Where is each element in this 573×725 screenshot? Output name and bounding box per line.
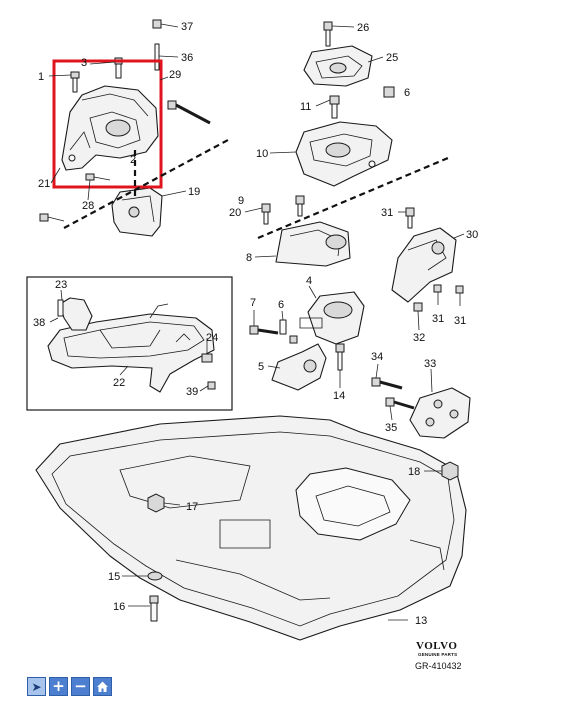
brand-tagline: GENUINE PARTS [418, 652, 457, 657]
callout-21: 21 [38, 178, 50, 190]
guide-line [63, 139, 229, 229]
callout-1: 1 [38, 71, 44, 83]
callout-20: 20 [229, 207, 241, 219]
select-pointer-button[interactable]: ➤ [27, 677, 46, 696]
callout-22: 22 [113, 377, 125, 389]
engine-mount-assembly[interactable] [39, 19, 211, 237]
callout-18: 18 [408, 466, 420, 478]
home-icon [97, 681, 108, 692]
callout-labels: 1 3 29 2 21 28 19 37 36 26 25 6 11 10 9 … [33, 21, 478, 627]
callout-17: 17 [186, 501, 198, 513]
drawing-number: GR-410432 [415, 661, 462, 671]
callout-26: 26 [357, 22, 369, 34]
zoom-in-button[interactable]: + [49, 677, 68, 696]
callout-4: 4 [306, 275, 312, 287]
callout-35: 35 [385, 422, 397, 434]
brand-logo: VOLVO [416, 640, 457, 652]
callout-10: 10 [256, 148, 268, 160]
selection-highlight [52, 59, 163, 189]
callout-11: 11 [300, 101, 311, 113]
callout-15: 15 [108, 571, 120, 583]
viewer-toolbar: ➤ + − [27, 677, 112, 696]
callout-9: 9 [238, 195, 244, 207]
callout-5: 5 [258, 361, 264, 373]
volvo-branding: VOLVO GENUINE PARTS GR-410432 [415, 640, 462, 671]
callout-8: 8 [246, 252, 252, 264]
callout-7: 7 [250, 297, 256, 309]
callout-23: 23 [55, 279, 67, 291]
callout-33: 33 [424, 358, 436, 370]
pointer-icon: ➤ [31, 679, 42, 694]
callout-31-top: 31 [381, 207, 393, 219]
plus-icon: + [52, 677, 65, 695]
zoom-out-button[interactable]: − [71, 677, 90, 696]
callout-32: 32 [413, 332, 425, 344]
callout-24: 24 [206, 332, 218, 344]
callout-34: 34 [371, 351, 383, 363]
minus-icon: − [74, 677, 87, 695]
callout-29: 29 [169, 69, 181, 81]
bolt-1 [70, 71, 80, 93]
underbody-shield[interactable] [35, 415, 467, 641]
callout-25: 25 [386, 52, 398, 64]
callout-19: 19 [188, 186, 200, 198]
home-button[interactable] [93, 677, 112, 696]
callout-3: 3 [81, 57, 87, 69]
guide-line [257, 156, 449, 240]
callout-14: 14 [333, 390, 345, 402]
callout-31-right: 31 [454, 315, 466, 327]
callout-16: 16 [113, 601, 125, 613]
subframe-assembly[interactable] [47, 297, 216, 393]
middle-mount-parts[interactable] [249, 291, 471, 439]
callout-36: 36 [181, 52, 193, 64]
upper-mount-parts[interactable] [261, 21, 464, 312]
callout-6-nut: 6 [404, 87, 410, 99]
callout-38: 38 [33, 317, 45, 329]
callout-13: 13 [415, 615, 427, 627]
callout-6: 6 [278, 299, 284, 311]
leader-lines [48, 23, 465, 621]
callout-37: 37 [181, 21, 193, 33]
callout-2: 2 [130, 154, 136, 166]
callout-28: 28 [82, 200, 94, 212]
callout-39: 39 [186, 386, 198, 398]
callout-31-left: 31 [432, 313, 444, 325]
callout-30: 30 [466, 229, 478, 241]
